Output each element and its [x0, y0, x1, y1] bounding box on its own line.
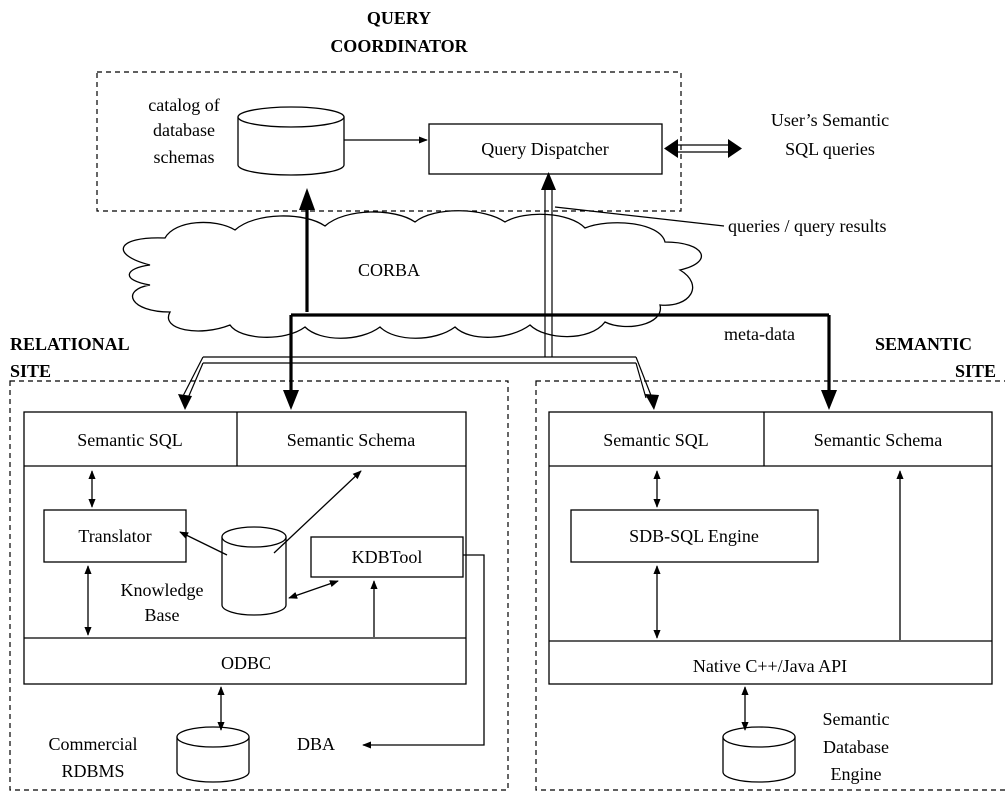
rdbms-label-line2: RDBMS [61, 761, 124, 781]
coordinator-title-line1: QUERY [367, 8, 431, 28]
query-dispatcher-label: Query Dispatcher [481, 139, 608, 159]
relational-semantic-sql-label: Semantic SQL [77, 430, 183, 450]
user-queries-line2: SQL queries [785, 139, 875, 159]
semantic-title-line1: SEMANTIC [875, 334, 972, 354]
semantic-database-icon [722, 726, 796, 783]
semantic-semantic-schema-label: Semantic Schema [814, 430, 942, 450]
semantic-semantic-sql-label: Semantic SQL [603, 430, 709, 450]
kb-to-schema-arrow [273, 470, 362, 554]
catalog-label-line1: catalog of [148, 95, 219, 115]
dba-label: DBA [297, 734, 335, 754]
relational-title-line1: RELATIONAL [10, 334, 130, 354]
knowledge-base-label-line2: Base [145, 605, 180, 625]
semantic-title-line2: SITE [955, 361, 996, 381]
kdbtool-label: KDBTool [352, 547, 423, 567]
queries-results-label: queries / query results [728, 216, 886, 236]
sdb-sql-engine-label: SDB-SQL Engine [629, 526, 759, 546]
semantic-db-label-line1: Semantic [823, 709, 890, 729]
relational-site-boundary [9, 380, 509, 791]
catalog-database-icon [237, 106, 345, 176]
sdb-sql-engine-box [570, 509, 819, 563]
queries-results-pointer [554, 206, 725, 227]
kb-to-translator-arrow [179, 531, 228, 556]
user-queries-line1: User’s Semantic [771, 110, 889, 130]
query-coordinator: QUERY COORDINATOR catalog of database sc… [96, 8, 889, 212]
native-api-label: Native C++/Java API [693, 656, 847, 676]
catalog-label-line3: schemas [154, 147, 215, 167]
relational-semantic-schema-label: Semantic Schema [287, 430, 415, 450]
metadata-channel-thick-line [283, 188, 837, 410]
query-channel-double-line [178, 172, 659, 410]
user-dispatcher-double-arrow [664, 139, 742, 158]
translator-label: Translator [78, 526, 151, 546]
semantic-site-boundary [535, 380, 1005, 791]
semantic-db-label-line3: Engine [831, 764, 882, 784]
rdbms-label-line1: Commercial [49, 734, 138, 754]
corba-cloud: CORBA [122, 210, 702, 339]
kdbtool-to-dba-arrow [362, 554, 485, 749]
relational-title-line2: SITE [10, 361, 51, 381]
semantic-site: SEMANTIC SITE Semantic SQL Semantic Sche… [535, 334, 1005, 791]
corba-label: CORBA [358, 260, 420, 280]
coordinator-title-line2: COORDINATOR [330, 36, 468, 56]
meta-data-label: meta-data [724, 324, 795, 344]
catalog-label-line2: database [153, 120, 215, 140]
kb-kdbtool-arrow [288, 580, 339, 599]
semantic-db-label-line2: Database [823, 737, 889, 757]
coordinator-boundary [96, 71, 682, 212]
rdbms-database-icon [176, 726, 250, 783]
odbc-label: ODBC [221, 653, 271, 673]
knowledge-base-label-line1: Knowledge [121, 580, 204, 600]
relational-site: RELATIONAL SITE Semantic SQL Semantic Sc… [9, 334, 509, 791]
knowledge-base-database-icon [221, 526, 287, 616]
kdbtool-box [310, 536, 464, 578]
query-dispatcher-box [428, 123, 663, 175]
translator-box [43, 509, 187, 563]
